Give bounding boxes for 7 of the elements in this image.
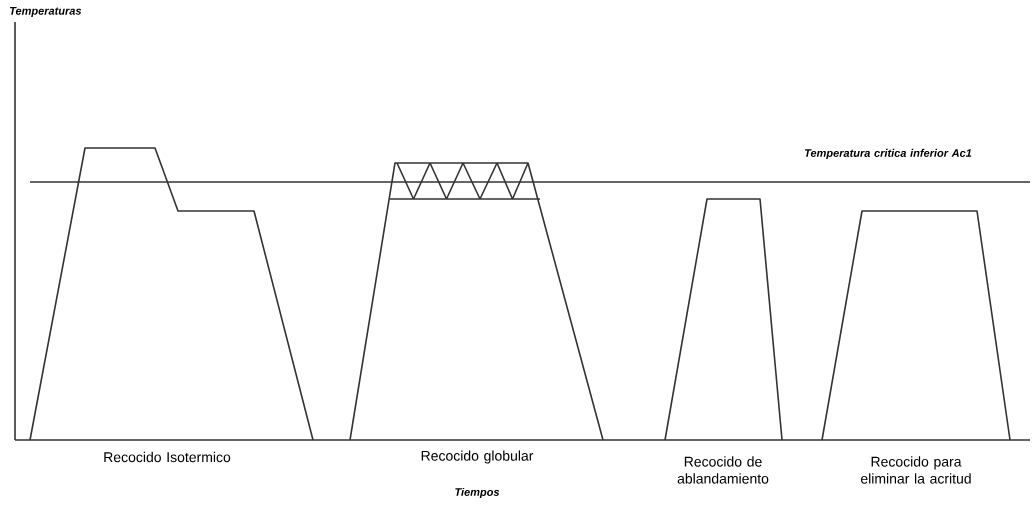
curve-label: Recocido de ablandamiento (677, 456, 769, 484)
curve-label: Recocido Isotermico (104, 451, 231, 463)
reference-line-label: Temperatura critica inferior Ac1 (804, 148, 972, 160)
axis-label: Tiempos (455, 487, 500, 499)
axis-label: Temperaturas (10, 7, 82, 17)
curve-label: Recocido globular (421, 450, 534, 464)
curve-label: Recocido para eliminar la acritud (861, 456, 971, 484)
